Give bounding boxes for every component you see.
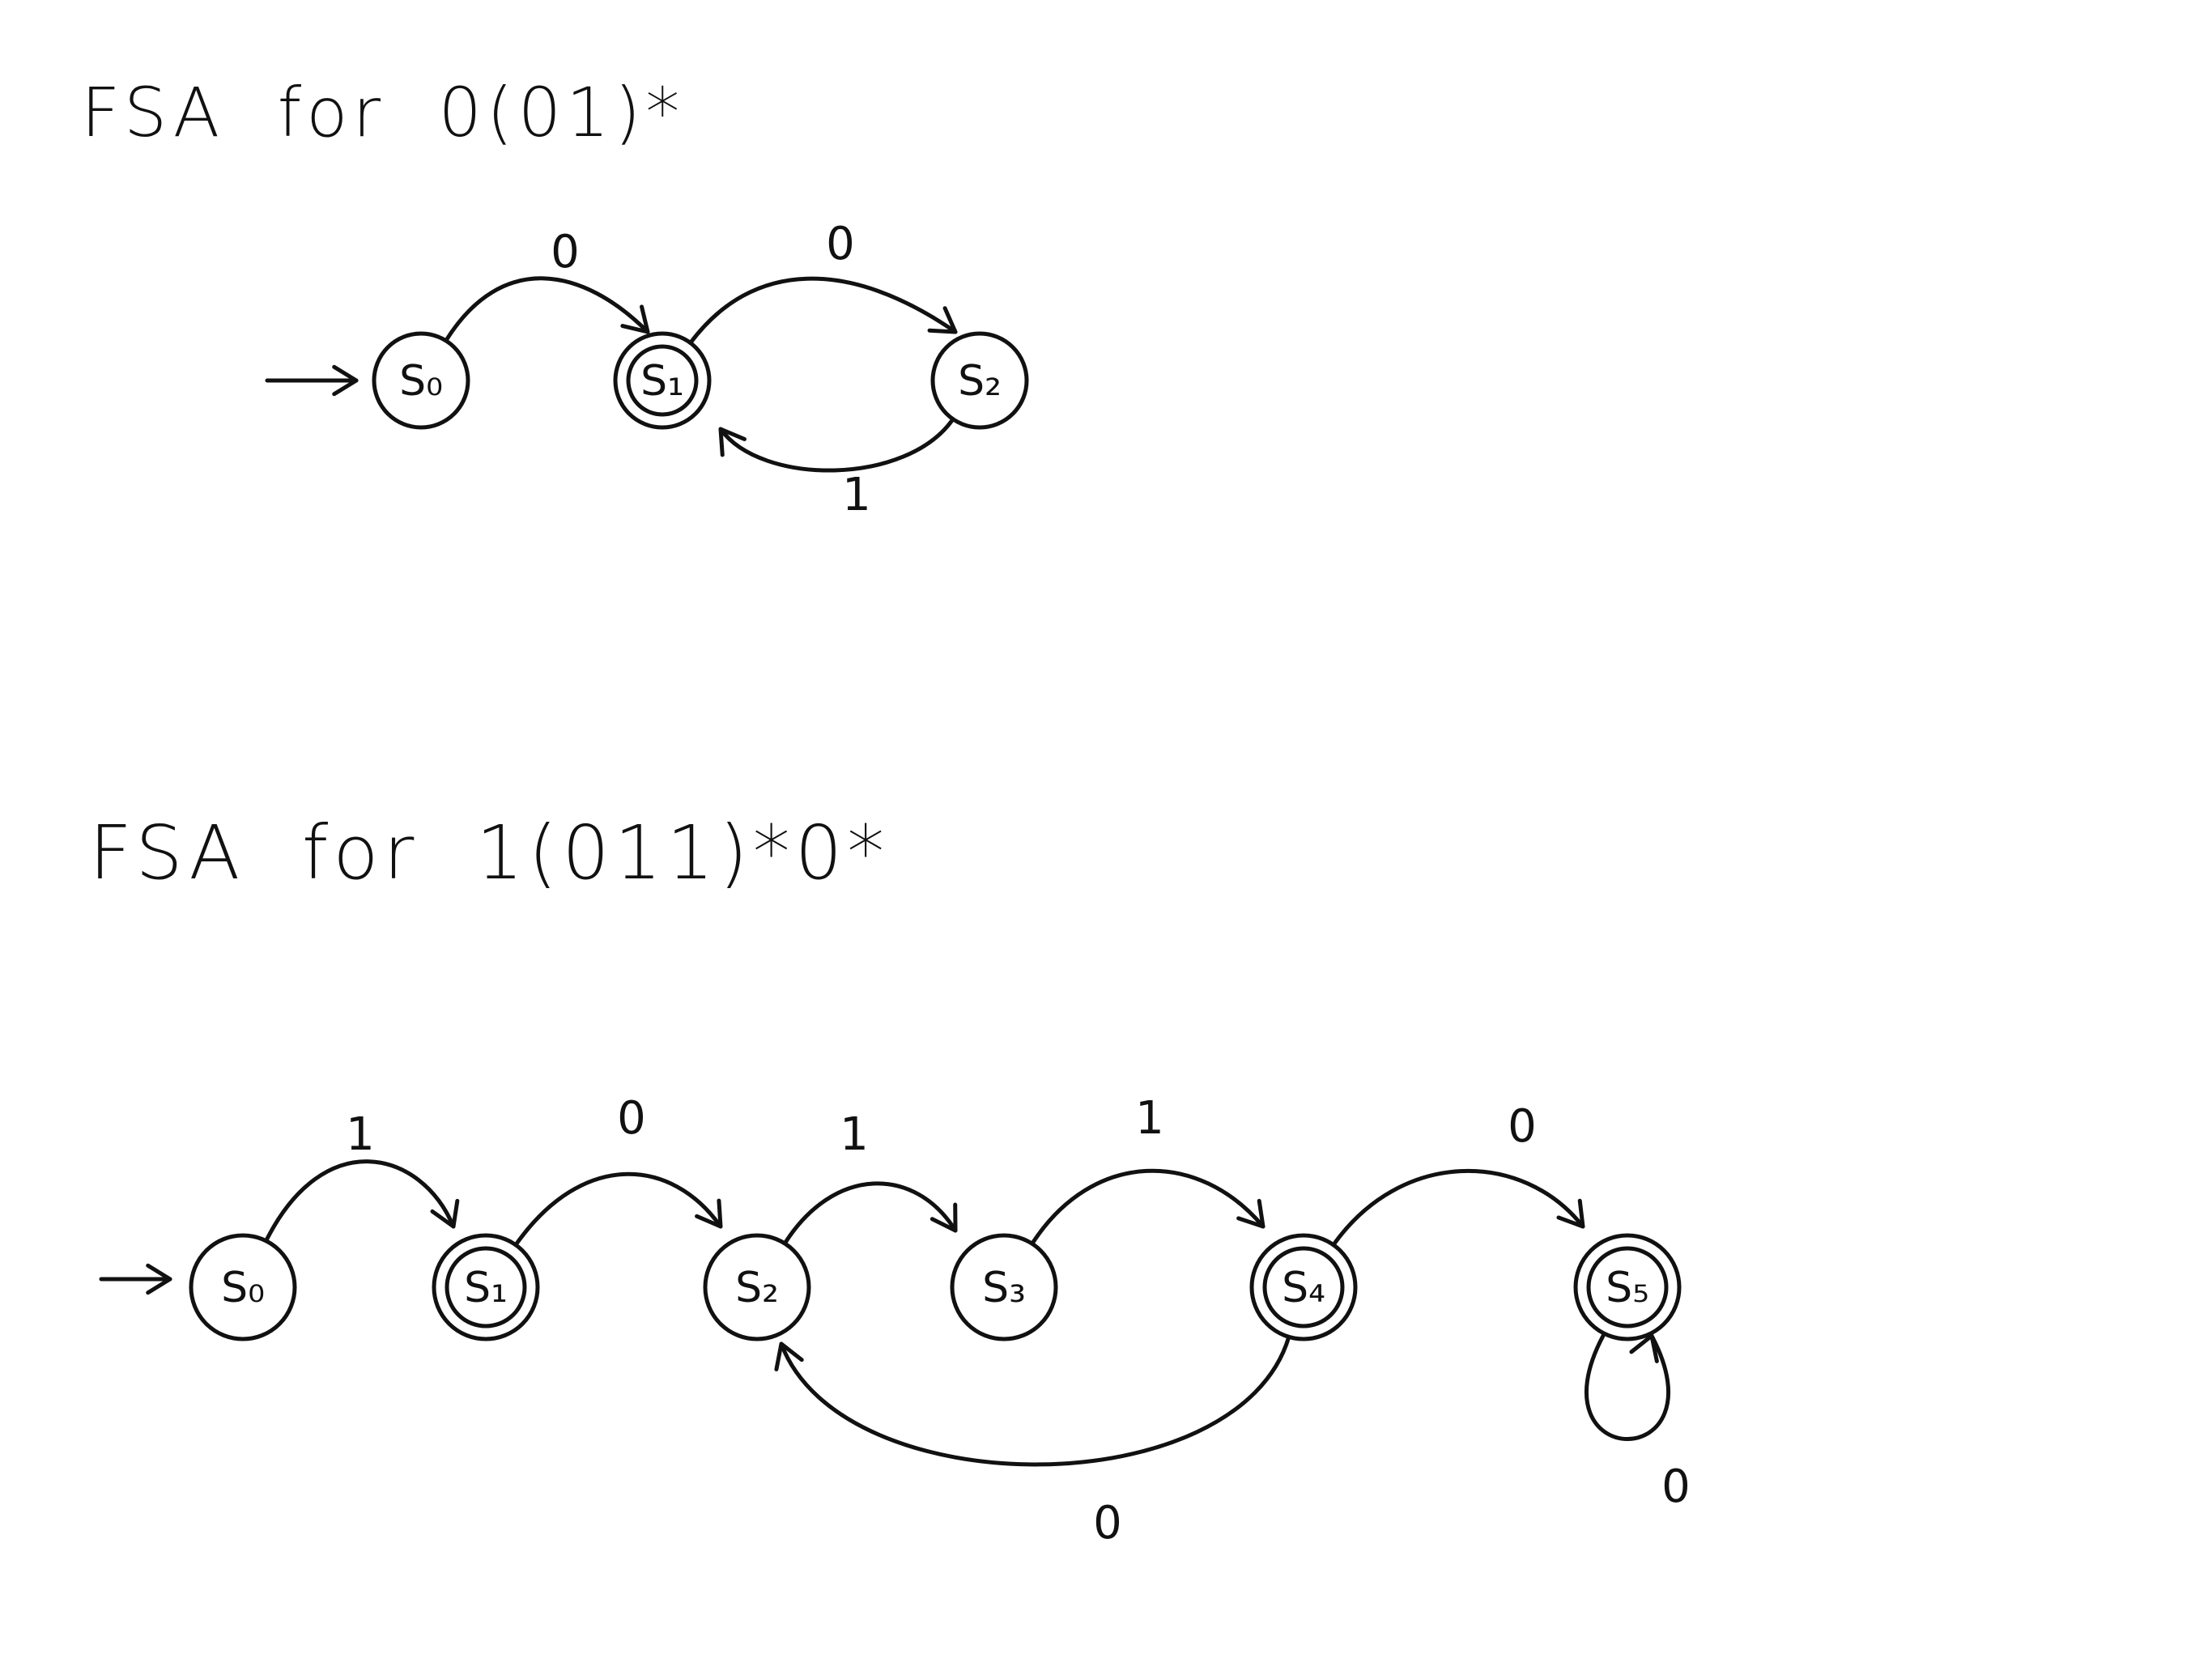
diagram-2-transition-s3-s4-label: 1 [1135,1092,1164,1145]
diagram-2-state-s3-label: S₃ [982,1264,1026,1312]
diagram-1-transition-s1-s2-arrowhead [927,306,958,334]
diagram-2-state-s5-accept-ring [1586,1246,1669,1329]
diagram-2-transition-s0-s1-arrowhead [430,1198,460,1229]
diagram-1-transition-s2-s1-path [718,417,955,473]
diagram-1-state-s2-circle [930,331,1029,430]
diagram-1-state-s0: S₀ [372,331,470,430]
diagram-2-transition-s5-s5-arrowhead [1629,1333,1659,1363]
diagram-2-state-s4-accept-ring [1262,1246,1345,1329]
diagram-1-state-s0-circle [372,331,470,430]
diagram-2-state-s1-accept-ring [445,1246,527,1329]
diagram-2-start-arrowhead [146,1263,172,1295]
diagram-2-transition-s5-s5-path [1584,1333,1671,1441]
diagram-2-title: FSA for 1(011)*0* [89,810,890,896]
diagram-1-state-s1-label: S₁ [640,357,684,406]
diagram-1-state-s1: S₁ [613,331,712,430]
diagram-2-transition-s2-s3: 1 [782,1108,958,1246]
diagram-2-state-s5: S₅ [1573,1233,1682,1341]
diagram-1-transition-s0-s1: 0 [444,226,650,343]
diagram-2-transition-s2-s3-arrowhead [929,1202,958,1233]
diagram-2-transition-s3-s4-path [1030,1168,1266,1246]
diagram-2-transition-s4-s2-arrowhead [774,1341,804,1371]
diagram-2-state-s2: S₂ [703,1233,811,1341]
diagram-2-transition-s4-s2-path [779,1334,1291,1467]
diagram-1-state-s0-label: S₀ [399,357,443,406]
diagram-1-transition-s0-s1-arrowhead [620,304,650,334]
diagram-2-transition-s4-s5-path [1331,1168,1585,1248]
diagram-1-title: FSA for 0(01)* [81,73,685,152]
diagram-2-state-s3-circle [950,1233,1058,1341]
diagram-1-transition-s2-s1-arrowhead [718,427,747,457]
diagram-2-transition-s1-s2-label: 0 [617,1092,646,1145]
diagram-2-transition-s0-s1-label: 1 [346,1108,375,1161]
diagram-2-transition-s3-s4-arrowhead [1236,1198,1266,1229]
diagram-1-start-arrowhead [332,364,359,397]
diagram-1-transition-s0-s1-label: 0 [551,226,580,278]
diagram-2-state-s3: S₃ [950,1233,1058,1341]
diagram-2-state-s2-circle [703,1233,811,1341]
diagram-2-state-s1-label: S₁ [464,1264,508,1312]
diagram-1-state-s1-circle [613,331,712,430]
diagram-2-transition-s0-s1: 1 [264,1108,456,1244]
diagram-2-transition-s5-s5: 0 [1584,1333,1691,1513]
diagram-1-state-s2-label: S₂ [958,357,1002,406]
diagram-2-state-s5-circle [1573,1233,1682,1341]
diagram-1-state-s2: S₂ [930,331,1029,430]
diagram-2-transition-s2-s3-label: 1 [840,1108,869,1161]
diagram-1-transition-s1-s2-path [688,276,958,346]
diagram-2-state-s1: S₁ [432,1233,540,1341]
diagram-1-transition-s2-s1-label: 1 [842,469,871,521]
diagram-2-transition-s1-s2-arrowhead [695,1198,723,1229]
diagram-2-transition-s4-s2: 0 [779,1334,1291,1550]
diagram-2-transition-s1-s2: 0 [513,1092,723,1248]
diagram-2-transition-s0-s1-path [264,1159,456,1244]
diagram-2-state-s0: S₀ [189,1233,297,1341]
diagram-1-transition-s0-s1-path [444,276,650,343]
diagram-1-transition-s2-s1: 1 [718,417,955,521]
diagram-2-transition-s3-s4: 1 [1030,1092,1266,1246]
diagram-2: S₀ S₁ S₂ S₃ S₄ S₅ 1 0 1 1 0 0 0 [99,1092,1691,1550]
diagram-2-transition-s4-s5: 0 [1331,1100,1585,1248]
diagram-2-state-s0-label: S₀ [221,1264,265,1312]
diagram-2-state-s4: S₄ [1249,1233,1358,1341]
diagram-1-transition-s1-s2-label: 0 [826,218,855,270]
diagram-2-transition-s5-s5-label: 0 [1661,1460,1691,1513]
diagram-2-state-s2-label: S₂ [735,1264,779,1312]
diagram-1-state-s1-accept-ring [626,344,699,417]
diagram-2-transition-s4-s2-label: 0 [1093,1497,1122,1550]
diagram-1: S₀ S₁ S₂ 0 0 1 [265,218,1029,521]
diagram-2-state-s1-circle [432,1233,540,1341]
diagram-2-state-s4-circle [1249,1233,1358,1341]
diagram-2-state-s0-circle [189,1233,297,1341]
diagram-2-transition-s4-s5-arrowhead [1556,1198,1585,1229]
diagram-2-transition-s2-s3-path [782,1181,958,1246]
diagram-1-transition-s1-s2: 0 [688,218,958,346]
diagram-2-transition-s4-s5-label: 0 [1508,1100,1537,1153]
diagram-2-transition-s1-s2-path [513,1171,723,1248]
diagram-2-state-s4-label: S₄ [1282,1264,1325,1312]
diagram-2-state-s5-label: S₅ [1606,1264,1649,1312]
